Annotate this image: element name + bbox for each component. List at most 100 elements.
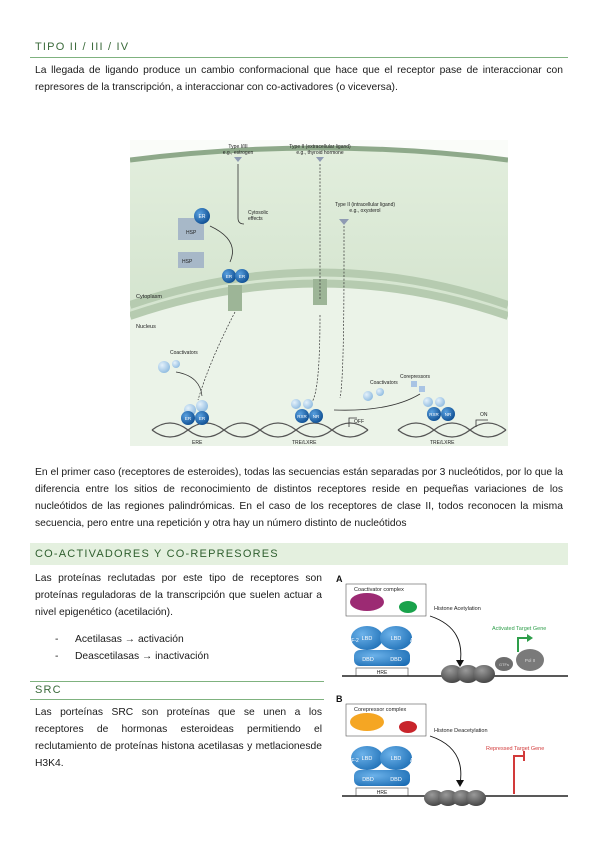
panel-a-label: A	[336, 574, 343, 584]
type2-int-example: e.g., oxysterol	[349, 208, 380, 214]
estrogen-entry-arrow	[237, 164, 245, 225]
section-band-coactivadores: CO-ACTIVADORES Y CO-REPRESORES	[30, 543, 568, 565]
nucleosome	[438, 790, 458, 806]
coactivator-complex-label: Coactivator complex	[354, 587, 404, 593]
panel-b-label: B	[336, 694, 343, 704]
src-paragraph: Las porteínas SRC son proteínas que se u…	[35, 707, 322, 769]
deacetylation-arrowhead	[456, 780, 464, 787]
section-rule	[30, 57, 568, 58]
dna-strand	[259, 422, 369, 438]
hre-label: HRE	[377, 790, 388, 796]
tre-label-on: TRE/LXRE	[430, 440, 455, 446]
type2-int-label: Type II (intracellular ligand)	[335, 202, 395, 208]
er-label: ER	[199, 214, 206, 220]
rxr-label-active: RXR	[429, 412, 439, 417]
corepressor-bound	[291, 399, 301, 409]
dbd-label: DBD	[362, 657, 374, 663]
ere-label: ERE	[192, 440, 203, 446]
pol2-complex	[516, 649, 544, 671]
list-item: Deascetilasas → inactivación	[55, 648, 209, 665]
cytosolic-label: Cytosolic	[248, 210, 269, 216]
nr-receptor	[309, 409, 323, 423]
nucleosome	[466, 790, 486, 806]
list-item: Acetilasas → activación	[55, 631, 209, 648]
on-label: ON	[480, 412, 488, 418]
corepressor-complex-label: Corepressor complex	[354, 707, 407, 713]
off-label: OFF	[354, 419, 364, 425]
cytoplasm-label: Cytoplasm	[136, 294, 162, 300]
oxysterol-ligand-icon	[339, 219, 349, 225]
nr-label: NR	[313, 414, 320, 419]
dbd-label: DBD	[390, 777, 402, 783]
coactivators-paragraph: Las proteínas reclutadas por este tipo d…	[35, 573, 322, 618]
activated-gene-arrowhead	[527, 634, 533, 642]
section-rule	[30, 699, 324, 700]
on-arrow-icon	[475, 419, 488, 427]
histone-deacetylation-label: Histone Deacetylation	[434, 728, 488, 734]
er-translocation-arrow	[197, 311, 236, 401]
oxysterol-arrow	[339, 226, 345, 399]
section-heading-coactivadores: CO-ACTIVADORES Y CO-REPRESORES	[35, 548, 279, 560]
hsp-release-arrow	[209, 225, 233, 263]
dbd-domain	[354, 770, 410, 786]
coactivator-recruit-arrow	[175, 371, 203, 397]
dbd-label: DBD	[390, 657, 402, 663]
dna-strand	[259, 422, 369, 438]
repressed-gene-icon	[513, 755, 524, 794]
lbd-domain	[380, 626, 412, 650]
section-heading-tipo: TIPO II / III / IV	[35, 41, 130, 53]
tre-label-off: TRE/LXRE	[292, 440, 317, 446]
enzyme-list: Acetilasas → activación Deascetilasas → …	[55, 631, 209, 665]
lbd-domain	[351, 626, 383, 650]
deacetylation-arrow	[429, 735, 462, 785]
nucleosome	[473, 665, 495, 683]
type1-example: e.g., estrogen	[223, 150, 254, 156]
gtfs-complex	[495, 657, 513, 671]
af1-label: AF-1	[410, 638, 421, 644]
nucleosome	[441, 665, 463, 683]
coactivators-label: Coactivators	[170, 350, 198, 356]
er-receptor	[194, 208, 210, 224]
hsp-box	[178, 218, 204, 240]
type2-ext-example: e.g., thyroid hormone	[296, 150, 343, 156]
hsp-box-released	[178, 252, 204, 268]
type2-ext-label: Type II (extracellular ligand)	[289, 144, 351, 150]
dbd-domain	[354, 650, 410, 666]
histone-acetylation-label: Histone Acetylation	[434, 606, 481, 612]
hsp-label-released: HSP	[182, 259, 193, 265]
er-dimer-right-label: ER	[239, 274, 246, 279]
corepressor-protein-large	[350, 713, 384, 731]
nr-receptor-active	[441, 407, 455, 421]
thyroid-nuclear-arrow	[311, 314, 321, 403]
estrogen-ligand-icon	[234, 157, 242, 162]
thyroid-ligand-icon	[316, 157, 324, 162]
coactivators-label-right: Coactivators	[370, 380, 398, 386]
corepressor-bound	[303, 399, 313, 409]
lbd-label: LBD	[391, 636, 402, 642]
coactivator-bound	[196, 400, 208, 412]
dna-strand	[397, 422, 507, 438]
nucleosome	[457, 665, 479, 683]
dna-strand	[151, 422, 261, 438]
section-rule	[30, 681, 324, 682]
nucleosome	[452, 790, 472, 806]
corepressor-square	[419, 386, 425, 392]
coactivator-bound	[435, 397, 445, 407]
lbd-domain	[351, 746, 383, 770]
er-bound-right-label: ER	[199, 416, 206, 421]
coactivator-protein-large	[350, 593, 384, 611]
cell-membrane	[130, 145, 508, 163]
corepressor-complex-box	[345, 703, 427, 737]
dna-strand	[397, 422, 507, 438]
corepressor-protein-small	[399, 721, 417, 733]
rxr-receptor	[295, 409, 309, 423]
er-bound-left-label: ER	[185, 416, 192, 421]
hre-label: HRE	[377, 670, 388, 676]
coactivator-ball	[158, 361, 170, 373]
af2-label: AF-2	[348, 638, 359, 644]
intro-paragraph: La llegada de ligando produce un cambio …	[35, 65, 563, 93]
receptor-types-figure: Type I/III e.g., estrogen Type II (extra…	[130, 140, 508, 446]
er-bound-right	[195, 411, 209, 425]
er-dimer-left-label: ER	[226, 274, 233, 279]
off-arrow-icon	[348, 417, 357, 427]
